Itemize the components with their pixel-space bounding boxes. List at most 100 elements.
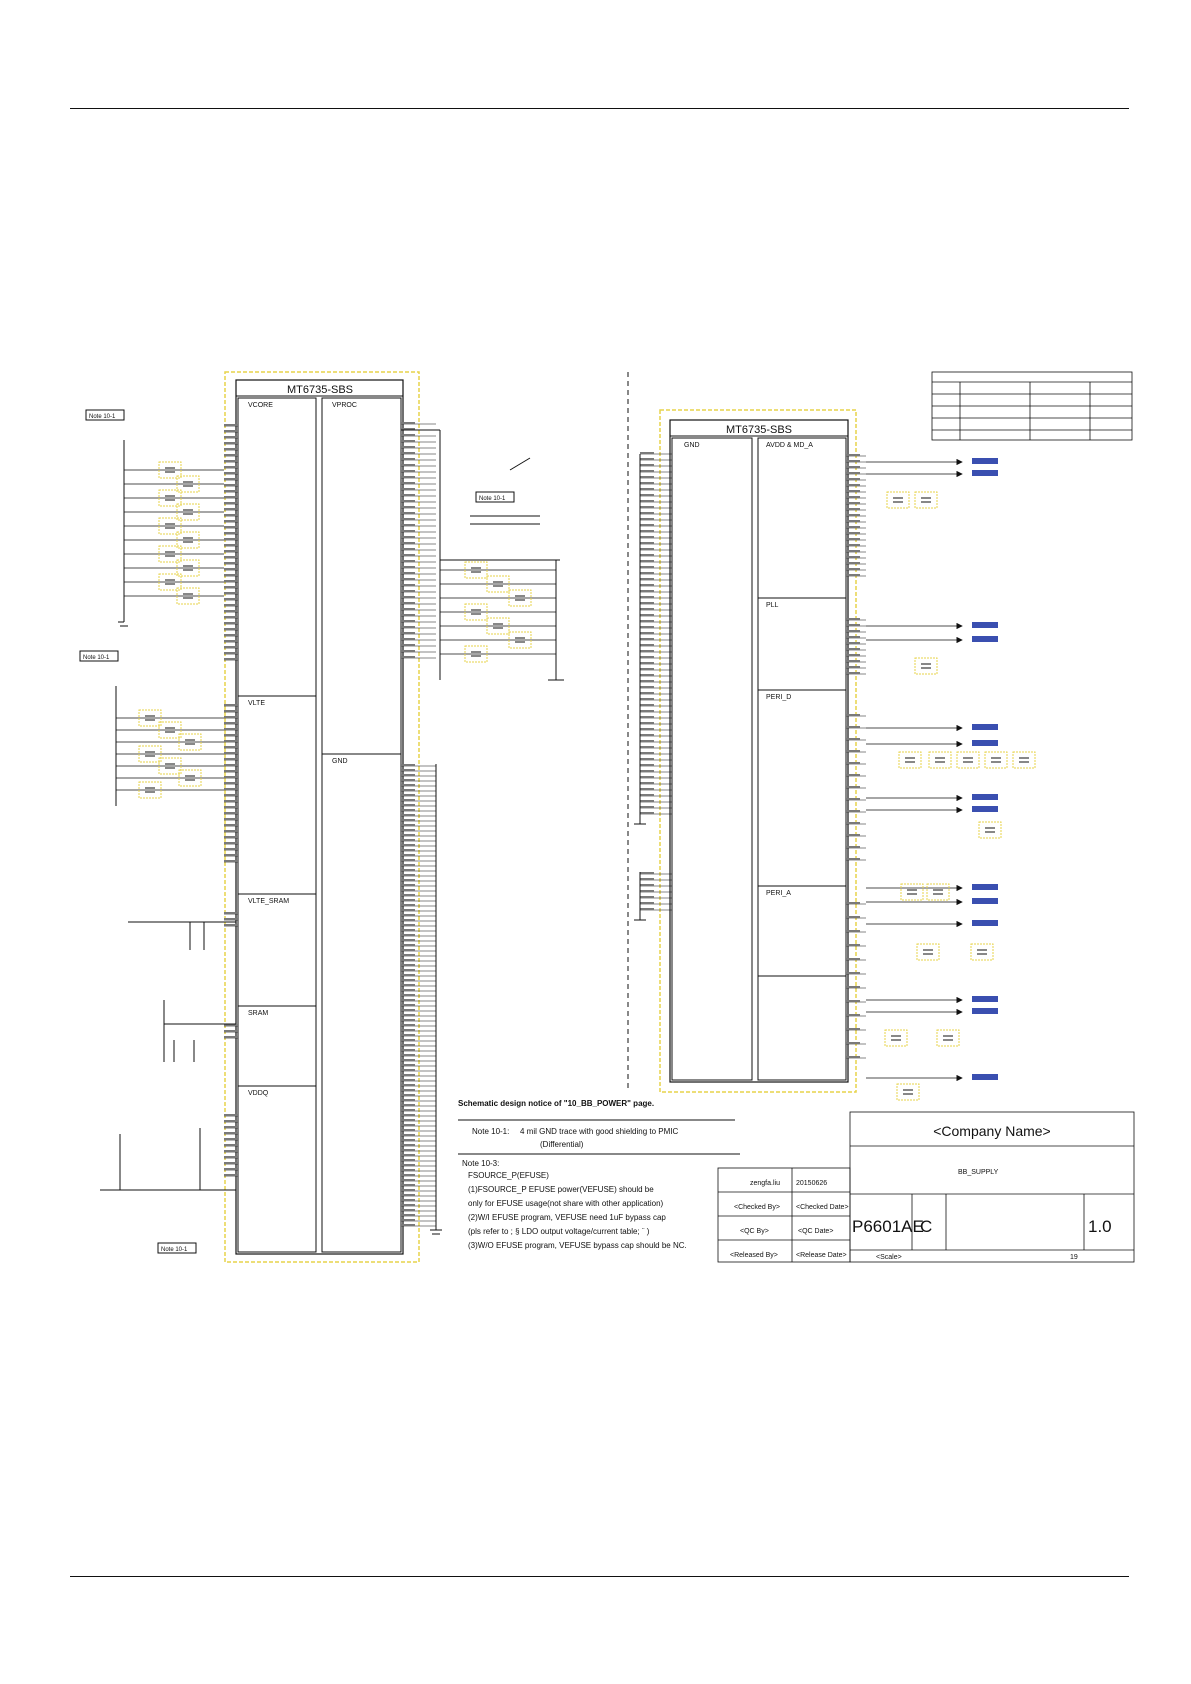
released-date: <Release Date> — [796, 1252, 847, 1259]
vproc-pin-label — [401, 596, 415, 598]
gnd-pin-label — [401, 854, 415, 856]
gnd-pin-label — [401, 954, 415, 956]
vcore-pin-label — [224, 538, 238, 540]
right-gnd2-pin-label — [640, 878, 654, 880]
vproc-pin-label — [401, 560, 415, 562]
vproc-pin-label — [401, 482, 415, 484]
gnd-pin-label — [401, 1154, 415, 1156]
right-gnd2-pin-label — [640, 872, 654, 874]
gnd-pin-label — [401, 799, 415, 801]
capacitor-outline — [896, 1083, 920, 1101]
vlte-pin-label — [224, 740, 238, 742]
gnd-pin-label — [401, 999, 415, 1001]
gnd-pin-label — [401, 1149, 415, 1151]
vlte-pin-label — [224, 728, 238, 730]
right-gnd-pin-label — [640, 710, 654, 712]
avdd-pin-label — [846, 490, 860, 492]
vlte-sram-pin-label — [224, 912, 238, 914]
vlte-pin-label — [224, 758, 238, 760]
block-peri-d: PERI_D — [766, 694, 791, 701]
vlte-pin-label — [224, 848, 238, 850]
vddq-pin-label — [224, 1138, 238, 1140]
vlte-pin-label — [224, 716, 238, 718]
vcore-pin-label — [224, 634, 238, 636]
avdd-pin-label — [846, 556, 860, 558]
gnd-pin-label — [401, 814, 415, 816]
vproc-pin-label — [401, 500, 415, 502]
peri-a-pin-label — [846, 1042, 860, 1044]
peri-d-pin-label — [846, 774, 860, 776]
gnd-pin-label — [401, 859, 415, 861]
gnd-pin-label — [401, 1179, 415, 1181]
drawn-by-value: zengfa.liu — [750, 1180, 780, 1187]
right-gnd-pin-label — [640, 500, 654, 502]
peri-d-pin-label — [846, 726, 860, 728]
avdd-pin-label — [846, 562, 860, 564]
vproc-pin-label — [401, 512, 415, 514]
gnd-pin-label — [401, 809, 415, 811]
vddq-pin-label — [224, 1156, 238, 1158]
right-gnd-pin-label — [640, 674, 654, 676]
right-gnd-pin-label — [640, 458, 654, 460]
svg-text:Note 10-1: Note 10-1 — [89, 414, 116, 420]
vproc-pin-label — [401, 566, 415, 568]
vcore-pin-label — [224, 622, 238, 624]
right-gnd-pin-label — [640, 656, 654, 658]
gnd-pin-label — [401, 1074, 415, 1076]
gnd-pin-label — [401, 779, 415, 781]
released-by: <Released By> — [730, 1252, 778, 1259]
avdd-pin-label — [846, 550, 860, 552]
capacitor-outline — [176, 475, 200, 493]
gnd-pin-label — [401, 959, 415, 961]
vcore-pin-label — [224, 490, 238, 492]
gnd-pin-label — [401, 1079, 415, 1081]
capacitor-outline — [984, 751, 1008, 769]
gnd-pin-label — [401, 869, 415, 871]
right-gnd-pin-label — [640, 770, 654, 772]
right-gnd-pin-label — [640, 716, 654, 718]
qc-by: <QC By> — [740, 1228, 769, 1235]
gnd-pin-label — [401, 1119, 415, 1121]
avdd-pin-label — [846, 496, 860, 498]
vddq-pin-label — [224, 1168, 238, 1170]
right-gnd-pin-label — [640, 452, 654, 454]
note-tag-4: Note 10-1 — [157, 1242, 197, 1254]
vproc-pin-label — [401, 470, 415, 472]
vproc-pin-label — [401, 650, 415, 652]
note-tag-1: Note 10-1 — [85, 409, 125, 421]
capacitor-outline — [884, 1029, 908, 1047]
vlte-pin-label — [224, 794, 238, 796]
gnd-pin-label — [401, 1214, 415, 1216]
vlte-pin-label — [224, 800, 238, 802]
gnd-pin-label — [401, 764, 415, 766]
gnd-pin-label — [401, 819, 415, 821]
vlte-pin-label — [224, 806, 238, 808]
capacitor-outline — [158, 721, 182, 739]
note3-line-5: (pls refer to ; § LDO output voltage/cur… — [468, 1227, 650, 1236]
vcore-pin-label — [224, 550, 238, 552]
gnd-pin-label — [401, 1204, 415, 1206]
right-gnd-pin-label — [640, 602, 654, 604]
right-gnd-pin-label — [640, 812, 654, 814]
avdd-pin-label — [846, 538, 860, 540]
gnd-pin-label — [401, 1019, 415, 1021]
peri-d-pin-label — [846, 762, 860, 764]
peri-a-pin-label — [846, 1000, 860, 1002]
gnd-pin-label — [401, 874, 415, 876]
vlte-pin-label — [224, 836, 238, 838]
gnd-pin-label — [401, 774, 415, 776]
right-gnd-pin-label — [640, 794, 654, 796]
right-gnd-pin-label — [640, 506, 654, 508]
right-gnd-pin-label — [640, 746, 654, 748]
right-gnd-pin-label — [640, 488, 654, 490]
gnd-pin-label — [401, 784, 415, 786]
peri-a-pin-label — [846, 944, 860, 946]
left-gnd-bus — [430, 764, 442, 1235]
vcore-pin-label — [224, 442, 238, 444]
vlte-pin-label — [224, 818, 238, 820]
gnd-pin-label — [401, 1094, 415, 1096]
peri-d-pin-label — [846, 798, 860, 800]
vproc-pin-label — [401, 530, 415, 532]
right-gnd-pin-label — [640, 782, 654, 784]
net-label — [972, 1008, 998, 1014]
